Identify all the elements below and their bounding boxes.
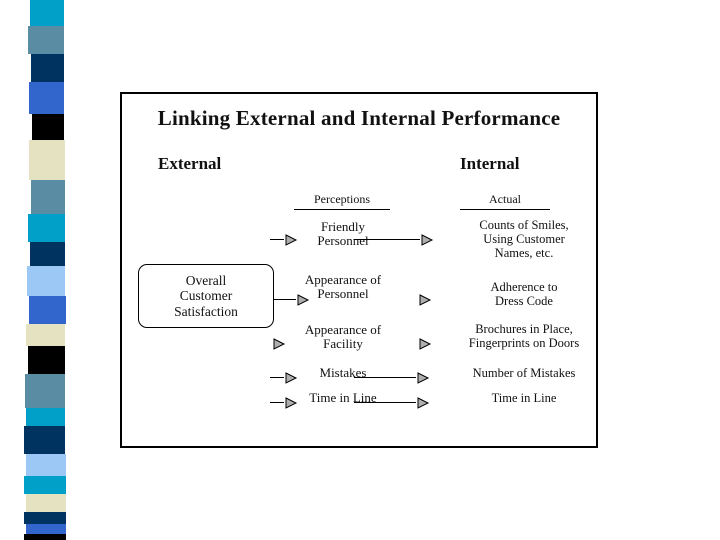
- color-band: [28, 346, 65, 374]
- decorative-color-strip: [0, 0, 80, 540]
- color-band: [28, 26, 64, 54]
- perception-line-2: Facility: [323, 336, 363, 352]
- actual-line-2: Fingerprints on Doors: [468, 336, 580, 350]
- perception-label-appearance-of-personnel: Appearance of Personnel: [278, 272, 408, 302]
- connector-line-right: [354, 239, 420, 240]
- subheader-actual: Actual: [460, 192, 550, 210]
- actual-label-adherence-to-dress-code: Adherence to Dress Code: [446, 280, 602, 308]
- driver-box-line-3: Satisfaction: [174, 303, 238, 319]
- actual-line-2: Dress Code: [495, 294, 553, 308]
- driver-box-line-1: Overall: [185, 273, 227, 289]
- color-band: [26, 524, 66, 534]
- diagram-frame: Linking External and Internal Performanc…: [120, 92, 598, 448]
- color-band: [25, 374, 65, 408]
- color-band: [31, 180, 65, 214]
- connector-line-right: [354, 377, 416, 378]
- column-header-external: External: [158, 154, 222, 173]
- connector-line-left: [274, 299, 296, 300]
- color-band: [29, 296, 66, 324]
- color-band: [26, 454, 66, 476]
- color-band: [24, 534, 66, 540]
- color-band: [27, 266, 65, 296]
- perception-line-1: Friendly: [320, 219, 366, 234]
- arrow-left: [272, 337, 286, 351]
- color-band: [26, 494, 66, 512]
- arrow-right: [420, 233, 434, 247]
- connector-line-left: [270, 239, 284, 240]
- connector-line-left: [270, 402, 284, 403]
- color-band: [28, 214, 65, 242]
- color-band: [31, 54, 64, 82]
- perception-line-2: Personnel: [317, 286, 369, 302]
- connector-line-right: [354, 402, 416, 403]
- actual-line-1: Adherence to: [490, 280, 558, 294]
- actual-label-brochures-in-place: Brochures in Place, Fingerprints on Door…: [446, 322, 602, 350]
- color-band: [29, 82, 64, 114]
- actual-line-1: Brochures in Place,: [475, 322, 573, 336]
- actual-line-2: Using Customer: [483, 232, 565, 246]
- actual-line-1: Number of Mistakes: [472, 366, 576, 380]
- perception-line-1: Mistakes: [319, 365, 367, 380]
- arrow-left: [284, 233, 298, 247]
- arrow-right: [418, 293, 432, 307]
- connector-line-left: [270, 377, 284, 378]
- arrow-right: [416, 371, 430, 385]
- arrow-left: [296, 293, 310, 307]
- perception-label-time-in-line: Time in Line: [278, 390, 408, 405]
- color-band: [24, 476, 66, 494]
- perception-line-2: Personnel: [317, 233, 369, 249]
- color-band: [30, 0, 64, 26]
- perception-line-1: Appearance of: [304, 272, 382, 287]
- actual-label-number-of-mistakes: Number of Mistakes: [446, 366, 602, 380]
- subheader-perceptions: Perceptions: [294, 192, 390, 210]
- color-band: [32, 114, 64, 140]
- page-title: Linking External and Internal Performanc…: [157, 106, 561, 130]
- arrow-right: [416, 396, 430, 410]
- color-band: [24, 426, 65, 454]
- perception-label-friendly-personnel: Friendly Personnel: [278, 219, 408, 249]
- arrow-left: [284, 371, 298, 385]
- color-band: [26, 408, 65, 426]
- driver-box-overall-customer-satisfaction: Overall Customer Satisfaction: [138, 264, 274, 328]
- perception-label-appearance-of-facility: Appearance of Facility: [278, 322, 408, 352]
- actual-line-1: Counts of Smiles,: [479, 218, 569, 232]
- color-band: [26, 324, 65, 346]
- color-band: [24, 512, 66, 524]
- actual-line-3: Names, etc.: [494, 246, 554, 260]
- arrow-left: [284, 396, 298, 410]
- perception-line-1: Time in Line: [309, 390, 377, 405]
- arrow-right: [418, 337, 432, 351]
- color-band: [30, 242, 65, 266]
- column-header-internal: Internal: [460, 154, 520, 173]
- actual-line-1: Time in Line: [491, 391, 557, 405]
- color-band: [29, 140, 65, 180]
- actual-label-time-in-line: Time in Line: [446, 391, 602, 405]
- driver-box-line-2: Customer: [179, 288, 233, 304]
- actual-label-counts-of-smiles: Counts of Smiles, Using Customer Names, …: [446, 218, 602, 260]
- perception-line-1: Appearance of: [304, 322, 382, 337]
- perception-label-mistakes: Mistakes: [278, 365, 408, 380]
